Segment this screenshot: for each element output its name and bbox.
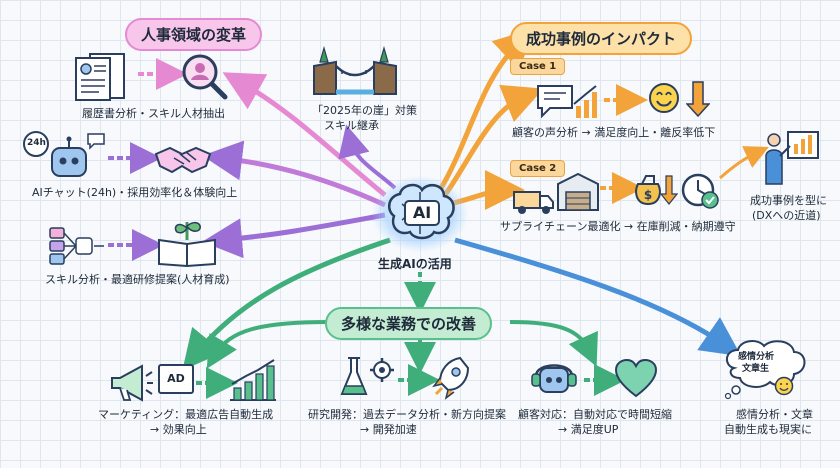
book-plant-icon bbox=[158, 221, 216, 268]
headset-robot-icon bbox=[531, 364, 577, 393]
model-label-2: (DXへの近道) bbox=[752, 209, 821, 222]
model-label-1: 成功事例を型に bbox=[750, 194, 827, 207]
arrow-to-marketing-branch bbox=[206, 320, 331, 369]
smile-icon bbox=[649, 83, 679, 113]
money-down-icon: $ bbox=[635, 175, 678, 206]
support-label-2: → 満足度UP bbox=[558, 423, 619, 436]
svg-text:$: $ bbox=[644, 188, 652, 202]
rnd-label-1: 研究開発：過去データ分析・新方向提案 bbox=[308, 408, 506, 421]
skill-flow-icon bbox=[49, 227, 104, 265]
robot-chat-icon bbox=[23, 131, 105, 177]
arrow-to-resume bbox=[222, 72, 387, 197]
case1-label: 顧客の声分析 → 満足度向上・離反率低下 bbox=[512, 126, 716, 139]
emotion-label-1: 感情分析・文章 bbox=[736, 408, 813, 421]
resume-icon bbox=[75, 53, 125, 101]
ai-badge: AI bbox=[404, 200, 440, 226]
chat-24h-badge: 24h bbox=[27, 138, 46, 148]
thought-bubble-icon bbox=[724, 340, 806, 400]
center-label: 生成AIの活用 bbox=[378, 257, 452, 271]
flask-gear-icon bbox=[340, 357, 394, 395]
growth-chart-icon bbox=[230, 359, 276, 401]
handshake-icon bbox=[154, 146, 212, 174]
smile-small-icon bbox=[774, 376, 794, 396]
clock-check-icon bbox=[681, 173, 719, 209]
rocket-icon bbox=[432, 356, 470, 400]
arrow-to-support bbox=[509, 320, 598, 367]
bubble-text-1: 感情分析 bbox=[738, 352, 775, 362]
arrow-to-impact bbox=[437, 28, 535, 192]
arrow-to-model bbox=[719, 146, 769, 180]
truck-warehouse-icon bbox=[513, 172, 599, 214]
magnifier-person-icon bbox=[182, 54, 228, 100]
cliff-bridge-icon bbox=[313, 45, 397, 95]
megaphone-icon bbox=[111, 364, 153, 402]
arrow-to-training bbox=[202, 212, 386, 259]
arrow-to-cliff bbox=[338, 124, 397, 190]
marketing-label-1: マーケティング：最適広告自動生成 bbox=[98, 408, 274, 421]
banner-hr: 人事領域の変革 bbox=[125, 18, 263, 51]
voice-chart-icon bbox=[537, 85, 597, 119]
ad-badge: AD bbox=[158, 364, 194, 394]
arrow-to-case1 bbox=[442, 84, 544, 197]
arrow-to-chat bbox=[202, 140, 387, 208]
banner-improvement: 多様な業務での改善 bbox=[325, 307, 493, 340]
bubble-text-2: 文章生 bbox=[742, 364, 770, 374]
heart-icon bbox=[614, 358, 658, 398]
cliff-label-2: スキル継承 bbox=[324, 119, 379, 132]
case1-badge: Case 1 bbox=[510, 58, 566, 75]
arrow-to-emotion bbox=[454, 237, 742, 357]
hr-training-label: スキル分析・最適研修提案(人材育成) bbox=[45, 273, 230, 286]
hr-chat-label: AIチャット(24h)・採用効率化＆体験向上 bbox=[32, 186, 238, 199]
emotion-label-2: 自動生成も現実に bbox=[724, 423, 812, 436]
hr-resume-label: 履歴書分析・スキル人材抽出 bbox=[82, 107, 225, 120]
cliff-label-1: 「2025年の崖」対策 bbox=[312, 104, 417, 117]
case2-label: サプライチェーン最適化 → 在庫削減・納期遵守 bbox=[500, 220, 736, 233]
case2-badge: Case 2 bbox=[510, 160, 566, 177]
support-label-1: 顧客対応：自動対応で時間短縮 bbox=[518, 408, 672, 421]
down-arrow-icon bbox=[686, 81, 710, 118]
marketing-label-2: → 効果向上 bbox=[150, 423, 207, 436]
banner-impact: 成功事例のインパクト bbox=[510, 22, 693, 55]
presenter-board-icon bbox=[765, 131, 819, 185]
rnd-label-2: → 開発加速 bbox=[360, 423, 417, 436]
